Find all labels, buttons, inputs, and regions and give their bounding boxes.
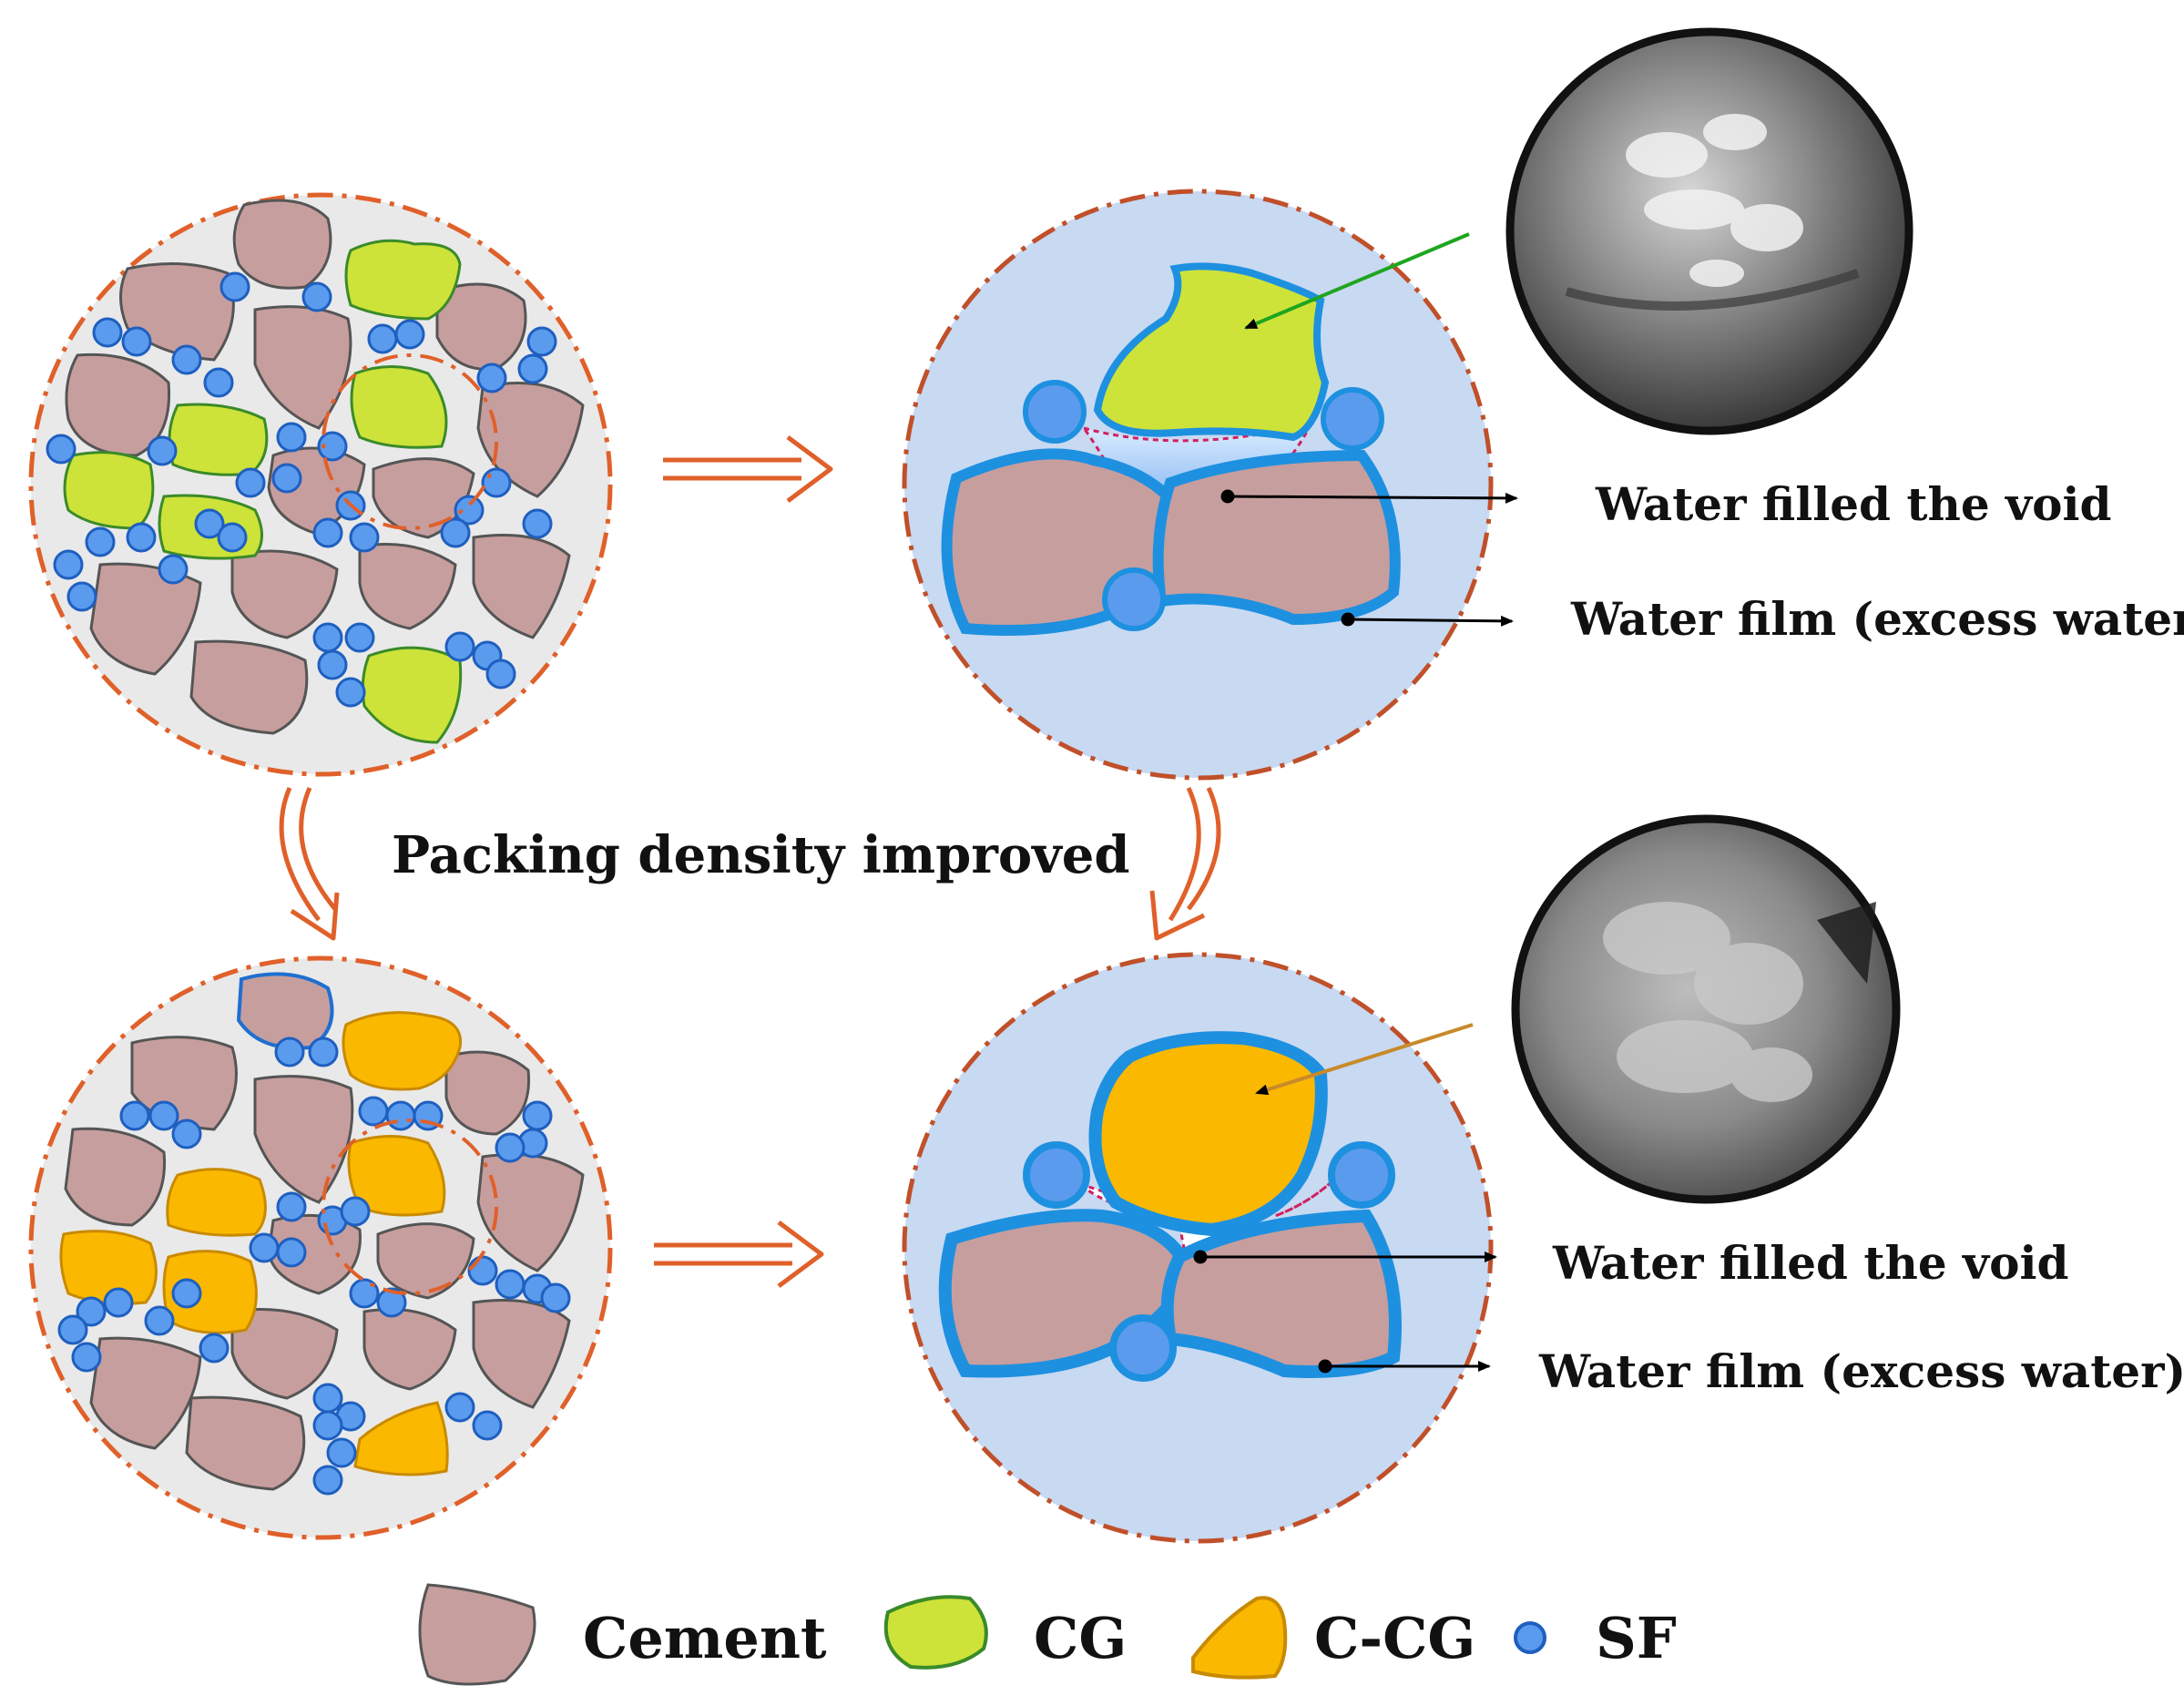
center-label: Packing density improved <box>392 825 1130 885</box>
cg-swatch-icon <box>883 1595 988 1670</box>
cement-particles <box>64 972 585 1491</box>
sem-pointer-ccg <box>1255 1023 1474 1096</box>
sf-swatch-icon <box>1514 1621 1546 1654</box>
sf-particles <box>57 1037 571 1496</box>
legend-label-cement: Cement <box>583 1605 827 1671</box>
sf-particles <box>1023 380 1384 631</box>
packing-circle-ccg <box>28 955 613 1540</box>
sf-particles <box>1023 1141 1395 1382</box>
zoom-circle-ccg <box>902 952 1494 1544</box>
ccg-particles <box>59 1011 463 1476</box>
sem-image-cg <box>1505 27 1914 435</box>
zoom-circle-cg <box>902 189 1494 781</box>
callout-arrows <box>1193 489 1518 1374</box>
legend-label-ccg: C-CG <box>1314 1605 1475 1671</box>
legend-item-ccg: C-CG <box>1191 1596 1475 1680</box>
cement-particle-right <box>1152 449 1401 626</box>
sf-particles <box>46 271 557 708</box>
legend-label-sf: SF <box>1596 1605 1677 1671</box>
flow-arrow-bottom <box>654 1220 824 1289</box>
ccg-swatch-icon <box>1191 1596 1288 1680</box>
cement-swatch-icon <box>418 1583 536 1686</box>
top-void-label: Water filled the void <box>1595 477 2111 531</box>
legend-item-cg: CG <box>883 1595 1127 1671</box>
legend-item-sf: SF <box>1514 1605 1677 1671</box>
bottom-film-label: Water film (excess water) <box>1538 1344 2184 1398</box>
bottom-void-label: Water filled the void <box>1552 1236 2068 1290</box>
legend-label-cg: CG <box>1034 1605 1127 1671</box>
cg-particle <box>1093 262 1330 442</box>
curved-arrow-right <box>1149 786 1221 941</box>
ccg-particle <box>1088 1031 1328 1237</box>
legend: Cement CG C-CG SF <box>418 1583 1677 1686</box>
curved-arrow-left <box>279 787 340 941</box>
legend-item-cement: Cement <box>418 1583 827 1686</box>
sem-pointer-cg <box>1244 232 1470 330</box>
flow-arrow-top <box>663 434 833 504</box>
sem-image-ccg <box>1511 814 1901 1204</box>
top-film-label: Water film (excess water) <box>1570 592 2184 646</box>
packing-circle-cg <box>28 192 613 777</box>
